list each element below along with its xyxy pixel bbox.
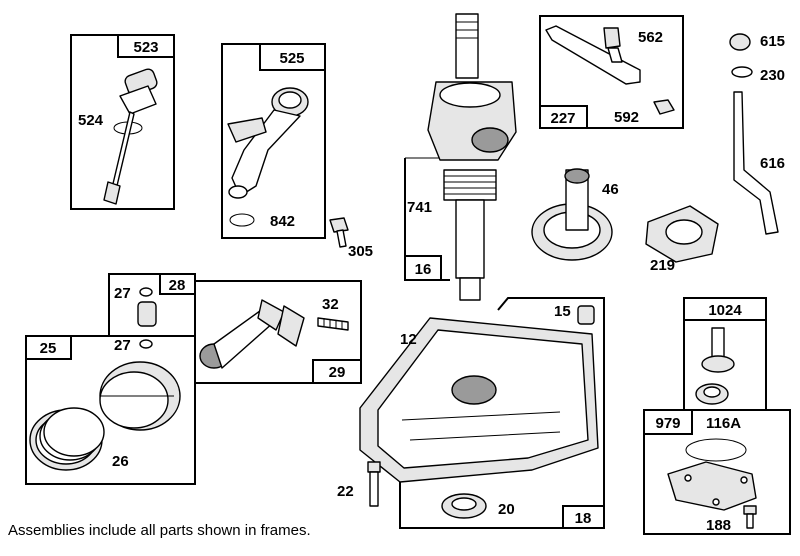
piston-and-rings-part xyxy=(29,361,181,471)
screw-188 xyxy=(743,505,757,529)
frame-label-25: 25 xyxy=(40,340,57,357)
frame-label-18: 18 xyxy=(575,510,592,527)
camshaft-gear-part xyxy=(531,168,613,261)
frame-label-227: 227 xyxy=(550,110,575,127)
frame-979: 979 xyxy=(643,409,791,535)
part-label-116A: 116A xyxy=(706,415,741,432)
part-label-219: 219 xyxy=(650,257,675,274)
governor-shaft-parts xyxy=(729,33,779,235)
bolt-22 xyxy=(367,461,381,507)
frame-227: 227 xyxy=(539,15,684,129)
part-label-524: 524 xyxy=(78,112,104,129)
breather-plug-15 xyxy=(577,305,595,325)
part-label-842: 842 xyxy=(270,213,295,230)
part-label-22: 22 xyxy=(337,483,354,500)
dipstick-part xyxy=(103,68,158,205)
part-label-615: 615 xyxy=(760,33,785,50)
bolt-305 xyxy=(329,217,349,248)
part-label-188: 188 xyxy=(706,517,731,534)
part-label-15: 15 xyxy=(554,303,571,320)
wrist-pin-part xyxy=(137,287,157,349)
crankcase-sump-part xyxy=(359,317,599,483)
oil-pump-rotor-part xyxy=(695,327,735,405)
part-label-27-lower: 27 xyxy=(114,337,131,354)
frame-29: 29 xyxy=(194,280,362,384)
frame-label-1024: 1024 xyxy=(708,302,742,319)
frame-label-979: 979 xyxy=(655,415,680,432)
frame-16: 16 xyxy=(404,157,450,281)
governor-lever-part xyxy=(545,25,675,115)
frame-label-16: 16 xyxy=(415,261,432,278)
frame-25: 25 xyxy=(25,335,196,485)
part-label-616: 616 xyxy=(760,155,785,172)
frame-18: 18 xyxy=(399,297,605,529)
part-label-32: 32 xyxy=(322,296,339,313)
crankshaft-part xyxy=(427,13,517,301)
frame-523: 523 xyxy=(70,34,175,210)
part-label-562: 562 xyxy=(638,29,663,46)
footnote: Assemblies include all parts shown in fr… xyxy=(8,522,311,539)
part-label-27-upper: 27 xyxy=(114,285,131,302)
part-label-20: 20 xyxy=(498,501,515,518)
frame-1024: 1024 xyxy=(683,297,767,411)
part-label-12: 12 xyxy=(400,331,417,348)
frame-label-523: 523 xyxy=(133,39,158,56)
part-label-46: 46 xyxy=(602,181,619,198)
frame-525: 525 xyxy=(221,43,326,239)
connecting-rod-part xyxy=(199,299,349,369)
frame-label-525: 525 xyxy=(279,50,304,67)
governor-gear-part xyxy=(645,205,719,263)
part-label-26: 26 xyxy=(112,453,129,470)
frame-label-28: 28 xyxy=(169,277,186,294)
dipstick-tube-part xyxy=(227,87,309,199)
part-label-305: 305 xyxy=(348,243,373,260)
tube-o-ring xyxy=(229,213,255,227)
oil-pump-o-ring xyxy=(685,438,747,462)
part-label-230: 230 xyxy=(760,67,785,84)
part-label-592: 592 xyxy=(614,109,639,126)
oil-seal-20 xyxy=(441,493,487,519)
part-label-741: 741 xyxy=(407,199,432,216)
oil-pump-cover-part xyxy=(667,461,757,511)
frame-label-29: 29 xyxy=(329,364,346,381)
